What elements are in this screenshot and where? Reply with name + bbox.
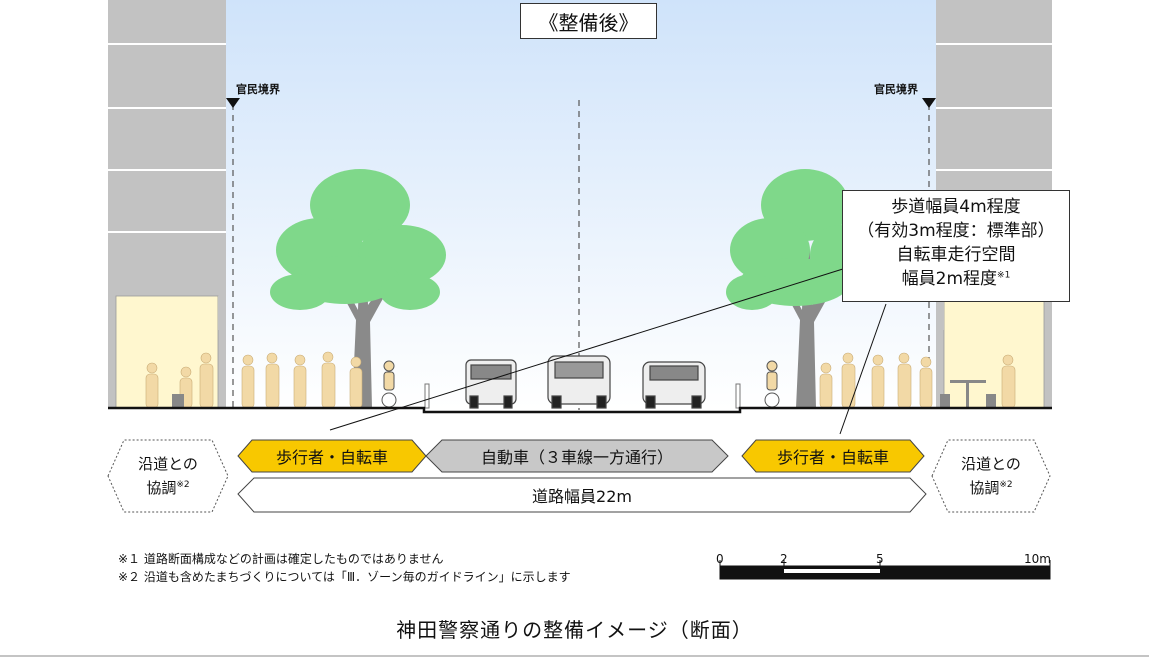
bollards xyxy=(424,383,741,409)
side-box-right-mark: ※2 xyxy=(999,480,1013,490)
tree-left xyxy=(270,169,446,408)
pedestrians-left xyxy=(145,351,363,409)
side-box-left-mark: ※2 xyxy=(176,480,190,490)
boundary-label-right: 官民境界 xyxy=(874,83,918,96)
band-roadway xyxy=(425,439,729,473)
bench-left xyxy=(172,394,184,408)
cyclist-left xyxy=(381,360,397,408)
side-box-right-line-2: 協調※2 xyxy=(948,476,1034,500)
callout-leader-lines xyxy=(329,267,887,435)
callout-line-4: 幅員2m程度※1 xyxy=(843,267,1069,291)
boundary-label-left: 官民境界 xyxy=(236,83,280,96)
side-box-right: 沿道との 協調※2 xyxy=(948,452,1034,500)
callout-line-4-text: 幅員2m程度 xyxy=(901,269,998,289)
pedestrians-right xyxy=(819,352,1016,409)
side-box-left-line-1: 沿道との xyxy=(138,455,198,473)
note-2: ※２ 沿道も含めたまちづくりについては「Ⅲ．ゾーン毎のガイドライン」に示します xyxy=(118,570,571,584)
scale-label-2: 2 xyxy=(780,552,788,566)
cyclist-right xyxy=(764,360,780,408)
band-shapes xyxy=(107,439,1051,513)
band-right-sidewalk xyxy=(741,439,925,473)
callout-line-3: 自転車走行空間 xyxy=(896,245,1016,265)
band-label-total-width: 道路幅員22m xyxy=(532,487,632,506)
sidewalk-callout: 歩道幅員4m程度 （有効3m程度：標準部） 自転車走行空間 幅員2m程度※1 xyxy=(842,190,1070,302)
band-label-left-sidewalk: 歩行者・自転車 xyxy=(275,448,388,467)
side-box-right-line-1: 沿道との xyxy=(961,455,1021,473)
scale-bar xyxy=(719,560,1051,580)
side-box-left: 沿道との 協調※2 xyxy=(124,452,212,500)
car-left xyxy=(465,359,517,409)
diagram-title: 《整備後》 xyxy=(520,3,657,39)
side-box-left-shape xyxy=(107,439,229,513)
scale-label-10m: 10m xyxy=(1024,552,1051,566)
band-total-width xyxy=(237,477,927,513)
boundary-markers xyxy=(226,98,936,108)
side-box-left-text: 協調 xyxy=(146,479,177,497)
side-box-left-line-2: 協調※2 xyxy=(124,476,212,500)
cafe-table xyxy=(940,380,996,408)
callout-line-2: （有効3m程度：標準部） xyxy=(857,221,1055,241)
ground-line xyxy=(108,406,1052,414)
band-label-roadway: 自動車（３車線一方通行） xyxy=(480,448,673,467)
side-box-right-shape xyxy=(931,439,1051,513)
callout-line-1: 歩道幅員4m程度 xyxy=(891,197,1021,217)
car-center xyxy=(547,355,611,409)
scale-label-5: 5 xyxy=(876,552,884,566)
figure-caption: 神田警察通りの整備イメージ（断面） xyxy=(396,618,753,642)
side-box-right-text: 協調 xyxy=(969,479,1000,497)
callout-note-mark: ※1 xyxy=(997,270,1011,281)
scale-label-0: 0 xyxy=(716,552,724,566)
car-right xyxy=(642,361,706,409)
note-1: ※１ 道路断面構成などの計画は確定したものではありません xyxy=(118,552,444,566)
left-building xyxy=(108,0,226,409)
band-label-right-sidewalk: 歩行者・自転車 xyxy=(776,448,889,467)
